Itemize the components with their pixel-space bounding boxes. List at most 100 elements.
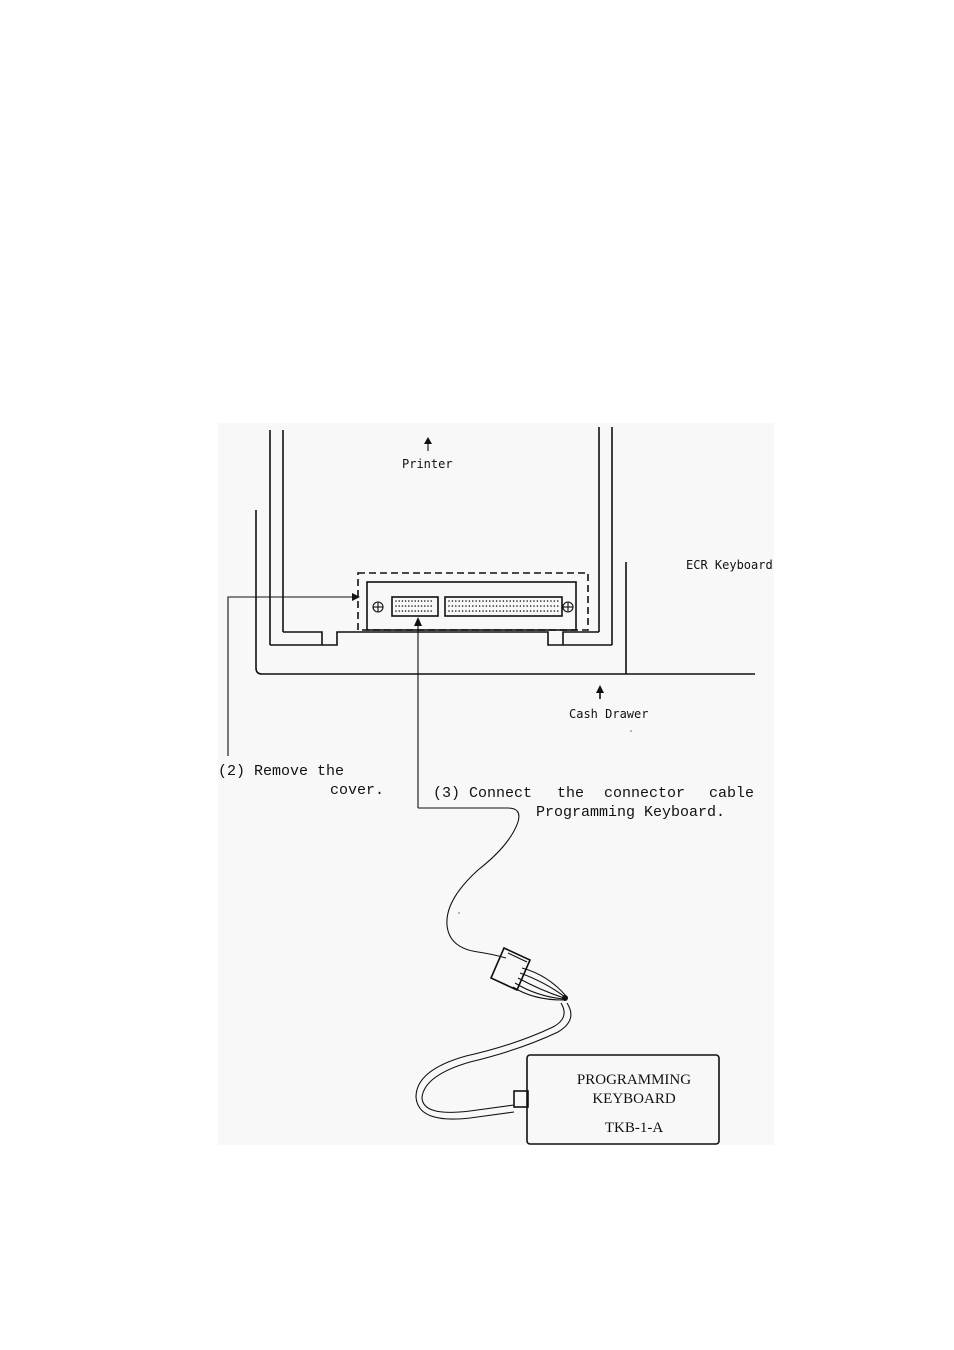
connector-pin [430, 610, 432, 612]
connector-pin [402, 605, 404, 607]
connector-pin [398, 600, 400, 602]
connector-pin [427, 610, 429, 612]
ecr-keyboard-label: ECR Keyboard [686, 558, 773, 572]
connector-pin [427, 600, 429, 602]
screw-head-icon [373, 602, 383, 612]
step3-word-3: connector [604, 785, 685, 802]
connector-pin [533, 600, 535, 602]
connector-pin [530, 600, 532, 602]
connector-pin [526, 605, 528, 607]
step3-word-2: the [557, 785, 584, 802]
connector-pin [482, 605, 484, 607]
connector-pin [492, 610, 494, 612]
connector-pin [509, 610, 511, 612]
connector-pin [421, 600, 423, 602]
cash-drawer-label: Cash Drawer [569, 707, 648, 721]
connector-pin [537, 600, 539, 602]
connector-pin [405, 610, 407, 612]
connector-pin [486, 600, 488, 602]
connector-pin [526, 610, 528, 612]
connector-pin [458, 610, 460, 612]
connector-pin [499, 605, 501, 607]
connector-pin [469, 600, 471, 602]
connector-pin [475, 610, 477, 612]
connector-pin [455, 600, 457, 602]
connector-pin [424, 610, 426, 612]
connector-pin [448, 600, 450, 602]
connector-pin [475, 605, 477, 607]
connector-pin [499, 600, 501, 602]
connector-pin [503, 605, 505, 607]
connector-pin [503, 610, 505, 612]
scan-speck [630, 730, 632, 732]
connector-pin [530, 610, 532, 612]
connector-pin [509, 605, 511, 607]
connector-pin [530, 605, 532, 607]
connector-pin [458, 605, 460, 607]
connector-pin [430, 605, 432, 607]
connector-pin [465, 610, 467, 612]
connector-pin [554, 605, 556, 607]
connector-pin [506, 600, 508, 602]
connector-pin [430, 600, 432, 602]
scan-speck [458, 912, 460, 914]
connector-pin [543, 600, 545, 602]
connector-pin [452, 610, 454, 612]
connector-pin [395, 600, 397, 602]
connector-pin [557, 600, 559, 602]
connector-pin [513, 610, 515, 612]
connector-pin [533, 610, 535, 612]
connector-pin [554, 610, 556, 612]
connector-pin [523, 605, 525, 607]
connector-pin [513, 600, 515, 602]
connector-pin [469, 605, 471, 607]
connector-pin [402, 610, 404, 612]
connector-pin [479, 600, 481, 602]
connector-pin [550, 610, 552, 612]
connector-pin [472, 600, 474, 602]
device-name-line1: PROGRAMMING [577, 1072, 691, 1088]
connector-pin [520, 610, 522, 612]
step3-word-4: cable [709, 785, 754, 802]
connector-pin [424, 605, 426, 607]
connector-pin [533, 605, 535, 607]
connector-pin [448, 610, 450, 612]
connector-pin [486, 610, 488, 612]
connector-pin [418, 605, 420, 607]
connector-pin [543, 610, 545, 612]
connector-pin [516, 600, 518, 602]
connector-pin [543, 605, 545, 607]
connector-pin [486, 605, 488, 607]
connector-pin [540, 610, 542, 612]
connector-pin [554, 600, 556, 602]
connector-pin [408, 600, 410, 602]
step3-word-1: (3) Connect [433, 785, 532, 802]
connector-pin [537, 605, 539, 607]
connector-pin [408, 605, 410, 607]
diagram-panel [218, 423, 774, 1145]
connector-pin [448, 605, 450, 607]
connector-pin [499, 610, 501, 612]
device-name-line2: KEYBOARD [592, 1091, 676, 1107]
connector-pin [398, 610, 400, 612]
connector-pin [503, 600, 505, 602]
connector-pin [547, 605, 549, 607]
connector-pin [408, 610, 410, 612]
connector-pin [405, 600, 407, 602]
connector-pin [550, 605, 552, 607]
step2-line1: (2) Remove the [218, 763, 344, 780]
connector-pin [405, 605, 407, 607]
connector-pin [395, 605, 397, 607]
connector-pin [465, 600, 467, 602]
connector-pin [421, 605, 423, 607]
connector-pin [520, 600, 522, 602]
connector-pin [462, 610, 464, 612]
connector-pin [455, 610, 457, 612]
connector-pin [482, 610, 484, 612]
step2-line2: cover. [330, 782, 384, 799]
connector-pin [540, 600, 542, 602]
connector-pin [557, 610, 559, 612]
connector-pin [496, 610, 498, 612]
